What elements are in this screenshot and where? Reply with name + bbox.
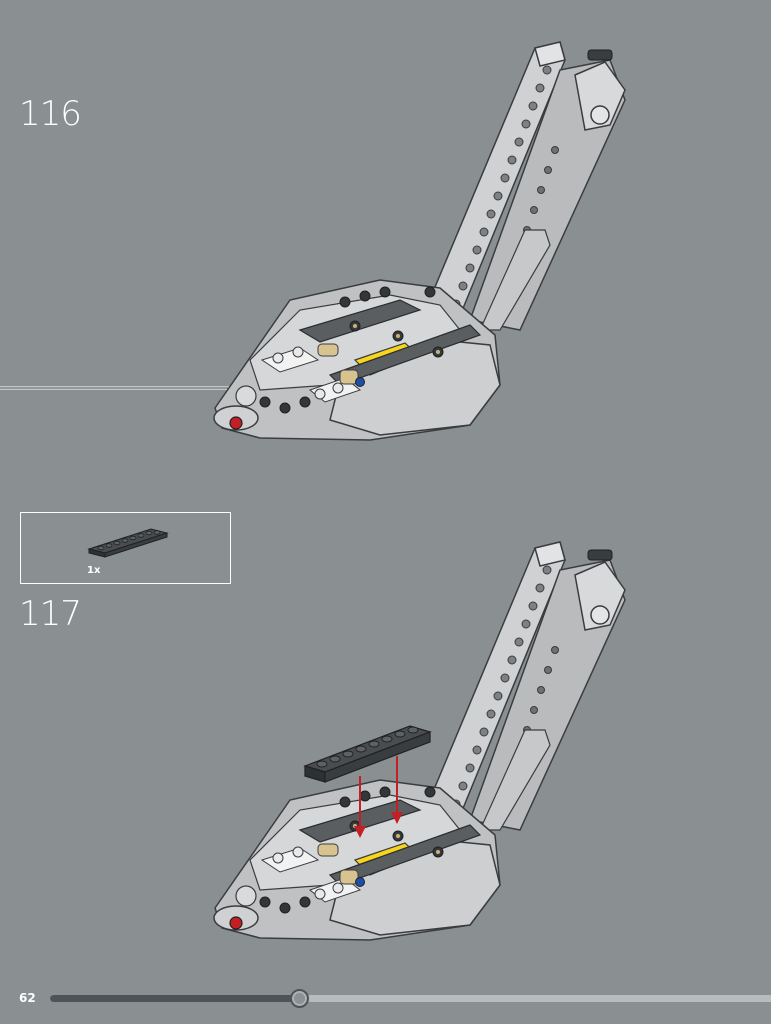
part-quantity: 1x [87,565,101,576]
progress-fill [50,995,299,1002]
page-number: 62 [19,991,36,1005]
progress-knob[interactable] [290,989,309,1008]
progress-track [50,995,771,1002]
step-number-117: 117 [19,594,82,634]
dark-grey-plate-1x8-icon [87,528,169,558]
step-117-model-illustration [213,541,626,941]
step-116-model-illustration [0,41,626,441]
parts-callout-box: 1x [20,512,231,584]
new-plate-1x8 [303,725,432,783]
placement-arrows [354,756,403,838]
step-number-116: 116 [19,94,82,134]
